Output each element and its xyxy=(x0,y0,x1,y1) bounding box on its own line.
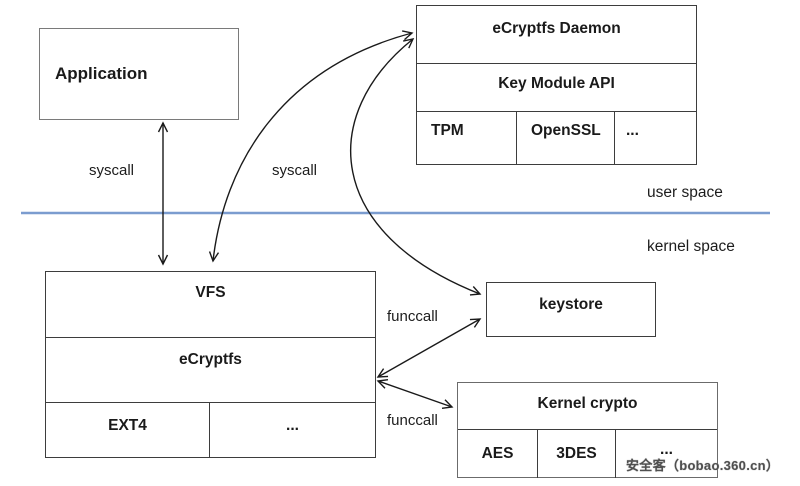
keystore-label: keystore xyxy=(539,296,603,313)
des3-cell: 3DES xyxy=(537,430,615,478)
fs-stack-box: VFS eCryptfs EXT4 ... xyxy=(45,271,376,458)
user-space-label: user space xyxy=(647,184,723,201)
kernel-crypto-cells-row: AES 3DES ... xyxy=(458,429,717,478)
ext4-cell: EXT4 xyxy=(108,417,147,434)
ecryptfs-kernelcrypto-funccall-arrow xyxy=(376,379,454,409)
tpm-cell: TPM xyxy=(431,122,464,139)
ecryptfs-daemon-box: eCryptfs Daemon Key Module API TPM OpenS… xyxy=(416,5,697,165)
syscall-label-left: syscall xyxy=(89,162,135,179)
kernel-crypto-box: Kernel crypto AES 3DES ... xyxy=(457,382,718,478)
vfs-row: VFS xyxy=(195,284,226,301)
application-box: Application xyxy=(39,28,239,120)
openssl-cell: OpenSSL xyxy=(516,112,614,165)
ecryptfs-row: eCryptfs xyxy=(46,337,375,402)
ecryptfs-keystore-funccall-arrow xyxy=(376,318,482,378)
daemon-title-row: eCryptfs Daemon xyxy=(492,20,621,37)
syscall-label-right: syscall xyxy=(272,162,318,179)
kernel-crypto-title-row: Kernel crypto xyxy=(537,395,638,412)
watermark: 安全客（bobao.360.cn） xyxy=(626,458,780,473)
crypto-ellipsis-cell: ... xyxy=(615,430,717,478)
vfs-daemon-syscall-arrow xyxy=(208,30,414,263)
funccall-label-bottom: funccall xyxy=(387,412,438,429)
application-label: Application xyxy=(55,64,148,83)
key-module-api-row: Key Module API xyxy=(417,63,696,111)
lower-fs-cells-row: EXT4 ... xyxy=(46,402,375,458)
kernel-space-label: kernel space xyxy=(647,238,735,255)
key-module-cells-row: TPM OpenSSL ... xyxy=(417,111,696,165)
keystore-box: keystore xyxy=(486,282,656,337)
funccall-label-top: funccall xyxy=(387,308,438,325)
fs-ellipsis-cell: ... xyxy=(209,403,375,458)
aes-cell: AES xyxy=(481,445,514,462)
daemon-ellipsis-cell: ... xyxy=(614,112,696,165)
